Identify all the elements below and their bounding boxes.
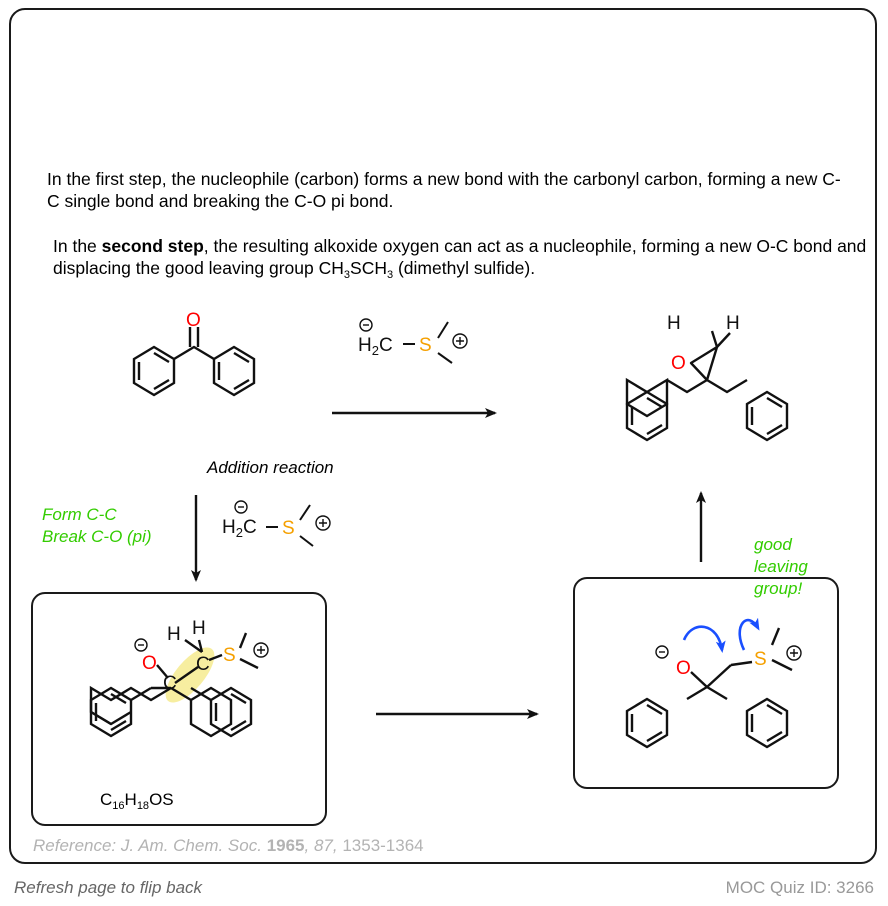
good-label: good: [754, 535, 792, 554]
addition-reaction-label: Addition reaction: [207, 458, 334, 477]
reference-prefix: Reference: J. Am. Chem. Soc.: [33, 836, 267, 855]
leaving-label: leaving: [754, 557, 808, 576]
para2-prefix: In the: [53, 236, 102, 256]
plus-charge-icon: [315, 515, 331, 531]
quiz-card[interactable]: [9, 8, 877, 864]
alkoxide-sulfur-atom: S: [754, 649, 767, 670]
reference-year: 1965: [266, 836, 305, 855]
methylene-h2-atom: H: [192, 618, 206, 639]
para2-suffix: (dimethyl sulfide).: [393, 258, 536, 278]
epoxide-oxygen-atom: O: [671, 353, 686, 374]
alkoxide-minus-icon-2: [655, 645, 669, 659]
benzophenone: [132, 327, 256, 397]
first-step-explanation: In the first step, the nucleophile (carb…: [47, 169, 841, 211]
ylide-reagent-mid: H2C S: [222, 500, 331, 547]
curved-arrow-o-to-c-icon: [682, 625, 726, 653]
quiz-id: MOC Quiz ID: 3266: [725, 878, 874, 897]
reference-volume: , 87,: [304, 836, 338, 855]
alkoxide-minus-icon: [134, 638, 148, 652]
leaving-group-formula: CH3SCH3: [318, 258, 394, 281]
intermediate-structure: [89, 632, 259, 738]
minus-charge-icon: [234, 500, 248, 514]
sulfonium-plus-icon-2: [786, 645, 802, 661]
form-cc-label: Form C-C: [42, 505, 117, 524]
central-carbon-atom: C: [163, 673, 177, 694]
second-step-explanation: In the second step, the resulting alkoxi…: [53, 235, 883, 281]
break-co-label: Break C-O (pi): [42, 527, 152, 546]
refresh-hint: Refresh page to flip back: [14, 878, 203, 897]
intermediate-sulfur-atom: S: [223, 645, 236, 666]
intermediate-box: [31, 592, 327, 826]
curved-arrow-c-s-icon: [738, 617, 760, 651]
minus-charge-icon: [359, 318, 373, 332]
sulfur-atom: S: [419, 335, 432, 356]
epoxide-h1-atom: H: [667, 313, 681, 334]
alkoxide-box: [573, 577, 839, 789]
ylide-carbon-text: H2C: [358, 335, 393, 358]
para2-mid: , the resulting alkoxide oxygen can act …: [53, 236, 867, 278]
alkoxide-structure: [625, 627, 793, 749]
ylide-reagent-top: H2C S: [358, 318, 468, 364]
molecular-formula-label: C16H18OS: [100, 790, 174, 812]
new-bond-highlight: [165, 647, 215, 703]
alkoxide-oxygen-atom: O: [142, 653, 157, 674]
plus-charge-icon: [452, 333, 468, 349]
alkoxide-oxygen-atom-2: O: [676, 658, 691, 679]
carbonyl-oxygen-atom: O: [186, 310, 201, 331]
group-label: group!: [754, 579, 803, 598]
methylene-carbon-atom: C: [196, 654, 210, 675]
methylene-h1-atom: H: [167, 624, 181, 645]
intermediate-phenyl-right: [190, 686, 253, 738]
epoxide-h2-atom: H: [726, 313, 740, 334]
reference-pages: 1353-1364: [337, 836, 424, 855]
sulfonium-plus-icon: [253, 642, 269, 658]
intermediate-phenyl-left: [89, 686, 171, 738]
epoxide-phenyl-double-bonds: [630, 396, 783, 436]
reference: Reference: J. Am. Chem. Soc. 1965, 87, 1…: [33, 836, 424, 856]
epoxide-product: [625, 330, 789, 442]
sulfur-atom: S: [282, 518, 295, 539]
second-step-bold: second step: [101, 236, 204, 256]
ylide-carbon-text: H2C: [222, 517, 257, 540]
